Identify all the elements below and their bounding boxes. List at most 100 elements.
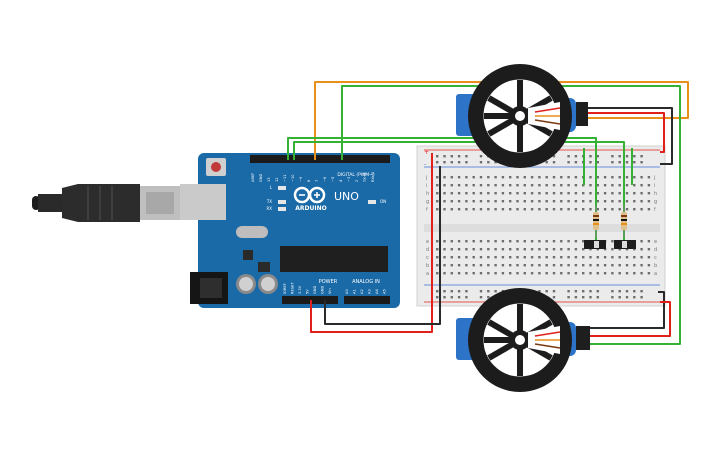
hole xyxy=(487,272,490,275)
led-rx-label: RX xyxy=(266,206,272,211)
hole xyxy=(523,192,526,195)
hole xyxy=(582,184,585,187)
hole xyxy=(443,240,446,243)
hole xyxy=(443,184,446,187)
rail-hole xyxy=(611,155,614,158)
rail-hole xyxy=(596,161,599,164)
hole xyxy=(457,248,461,251)
hole xyxy=(567,240,570,243)
rail-hole xyxy=(479,296,483,299)
hole xyxy=(494,240,497,243)
hole xyxy=(625,256,629,259)
hole xyxy=(465,208,468,211)
rail-hole xyxy=(450,161,453,164)
resistor-icon[interactable] xyxy=(621,205,627,238)
hole xyxy=(545,264,548,267)
hole xyxy=(574,272,578,275)
row-letter: c xyxy=(654,255,657,261)
rail-hole xyxy=(436,155,439,158)
hole xyxy=(538,184,541,187)
wire-red-top-servo[interactable] xyxy=(588,112,665,153)
rail-hole xyxy=(494,161,497,164)
hole xyxy=(472,256,475,259)
wire-red-bottom-servo[interactable] xyxy=(590,301,671,337)
hole xyxy=(618,272,621,275)
wheel-icon[interactable] xyxy=(468,288,572,392)
rail-hole xyxy=(479,290,483,293)
row-letter: b xyxy=(426,263,429,269)
hole xyxy=(472,208,475,211)
pin-label: ~10 xyxy=(291,174,295,182)
rail-hole xyxy=(457,290,461,293)
hole xyxy=(479,240,483,243)
rail-hole xyxy=(479,161,483,164)
hole xyxy=(618,176,621,179)
hole xyxy=(560,272,563,275)
hole xyxy=(603,208,607,211)
hole xyxy=(450,240,453,243)
rail-hole xyxy=(640,161,643,164)
hole xyxy=(436,248,439,251)
hole xyxy=(633,208,636,211)
wheel-icon[interactable] xyxy=(468,64,572,168)
hole xyxy=(545,240,548,243)
hole xyxy=(545,176,548,179)
hole xyxy=(494,272,497,275)
hole xyxy=(450,208,453,211)
rail-hole xyxy=(436,296,439,299)
hole xyxy=(457,240,461,243)
hole xyxy=(538,248,541,251)
hole xyxy=(436,272,439,275)
hole xyxy=(582,256,585,259)
rail-hole xyxy=(574,155,578,158)
wire-green-switch1[interactable] xyxy=(287,137,597,245)
slide-switch-icon[interactable] xyxy=(584,240,606,249)
wire-green-top-servo[interactable] xyxy=(341,85,681,345)
hole xyxy=(523,256,526,259)
row-letter: a xyxy=(426,271,429,277)
hole xyxy=(545,272,548,275)
hole xyxy=(479,192,483,195)
hole xyxy=(640,240,643,243)
hole xyxy=(501,240,505,243)
hole xyxy=(603,200,607,203)
hole xyxy=(501,264,505,267)
slide-switch-icon[interactable] xyxy=(614,240,636,249)
wire-red-5v[interactable] xyxy=(310,153,433,333)
hole xyxy=(647,240,651,243)
wire-black-top-servo[interactable] xyxy=(588,107,673,165)
hole xyxy=(436,184,439,187)
hole xyxy=(516,264,519,267)
wire-black-gnd[interactable] xyxy=(324,166,441,325)
hole xyxy=(640,248,643,251)
hole xyxy=(560,192,563,195)
pin-label: RESET xyxy=(291,282,295,294)
hole xyxy=(589,184,592,187)
row-letter: e xyxy=(654,239,657,245)
resistor-icon[interactable] xyxy=(593,205,599,238)
arduino-uno-board[interactable]: ARDUINO UNO DIGITAL (PWM~) POWER ANALOG … xyxy=(180,153,400,308)
row-letter: b xyxy=(654,263,657,269)
row-letter: h xyxy=(426,191,429,197)
hole xyxy=(450,272,453,275)
wire-orange-top-servo[interactable] xyxy=(314,81,689,160)
hole xyxy=(574,264,578,267)
hole xyxy=(516,192,519,195)
pin-label: RX←0 xyxy=(371,171,375,182)
hole xyxy=(516,184,519,187)
usb-cable-icon[interactable] xyxy=(32,184,180,222)
hole xyxy=(479,272,483,275)
hole xyxy=(472,240,475,243)
hole xyxy=(530,264,534,267)
hole xyxy=(457,264,461,267)
rail-hole xyxy=(618,161,621,164)
hole xyxy=(560,200,563,203)
hole xyxy=(603,256,607,259)
hole xyxy=(443,200,446,203)
hole xyxy=(560,208,563,211)
wire-black-bottom-servo[interactable] xyxy=(590,291,665,329)
hole xyxy=(640,184,643,187)
wire-green-switch2[interactable] xyxy=(293,141,625,245)
wires[interactable] xyxy=(287,81,689,345)
